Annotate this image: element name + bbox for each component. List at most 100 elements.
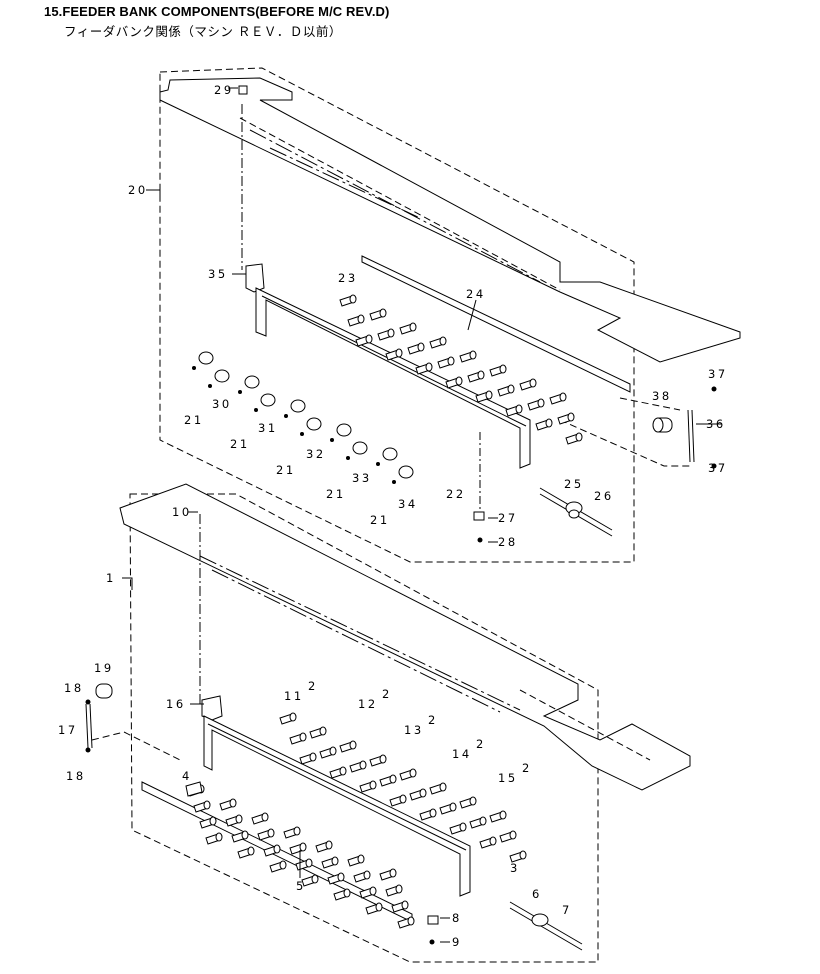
- lower-pin: [257, 828, 275, 841]
- upper-knob: [254, 393, 276, 412]
- lower-fitting: [469, 816, 487, 829]
- lower-pin: [397, 916, 415, 929]
- upper-fitting: [385, 348, 403, 361]
- upper-knob: [238, 375, 260, 394]
- callout-14: 14: [452, 747, 472, 761]
- lower-pin: [219, 798, 237, 811]
- callout-6: 6: [532, 887, 542, 901]
- lower-pin: [391, 900, 409, 913]
- upper-knob: [284, 399, 306, 418]
- lower-pin: [251, 812, 269, 825]
- lower-pin: [269, 860, 287, 873]
- callout-10: 10: [172, 505, 192, 519]
- callout-9: 9: [452, 935, 462, 949]
- upper-knob: [208, 369, 230, 388]
- upper-fitting: [497, 384, 515, 397]
- callout-23: 23: [338, 271, 358, 285]
- callout-27: 27: [498, 511, 518, 525]
- lower-pin: [225, 814, 243, 827]
- leader-lines: [122, 87, 722, 943]
- callout-34: 34: [398, 497, 418, 511]
- callout-26: 26: [594, 489, 614, 503]
- lower-fitting: [379, 774, 397, 787]
- callout-11: 11: [284, 689, 304, 703]
- callout-7: 7: [562, 903, 572, 917]
- bracket-35: [245, 263, 265, 293]
- lower-fitting: [479, 836, 497, 849]
- callout-17: 17: [58, 723, 78, 737]
- callout-21-c: 21: [276, 463, 296, 477]
- upper-fitting: [467, 370, 485, 383]
- fitting-4: [185, 781, 203, 797]
- callout-labels: 29 20 35 23 24 37 38 36 37 30 21 31 21 3…: [58, 83, 728, 949]
- upper-fitting: [377, 328, 395, 341]
- lower-pin: [283, 826, 301, 839]
- callout-35: 35: [208, 267, 228, 281]
- sleeve-19: [95, 683, 113, 699]
- callout-32: 32: [306, 447, 326, 461]
- lower-fitting: [449, 822, 467, 835]
- lower-pin: [199, 816, 217, 829]
- upper-fitting: [489, 364, 507, 377]
- lower-fitting: [439, 802, 457, 815]
- callout-20: 20: [128, 183, 148, 197]
- pipe-assembly-25-26: [539, 487, 613, 537]
- lower-pin: [333, 888, 351, 901]
- lower-fitting: [339, 740, 357, 753]
- callout-8: 8: [452, 911, 462, 925]
- upper-fitting: [505, 404, 523, 417]
- upper-fitting: [339, 294, 357, 307]
- lower-pin: [353, 870, 371, 883]
- lower-fitting: [359, 780, 377, 793]
- callout-1: 1: [106, 571, 116, 585]
- fittings-27-28: [473, 432, 485, 543]
- upper-fitting: [527, 398, 545, 411]
- callout-18-top: 18: [64, 681, 84, 695]
- lower-fitting: [279, 712, 297, 725]
- lower-pin: [193, 800, 211, 813]
- callout-21-a: 21: [184, 413, 204, 427]
- lower-pin: [315, 840, 333, 853]
- callout-36: 36: [706, 417, 726, 431]
- lower-pin: [289, 842, 307, 855]
- lower-pin: [321, 856, 339, 869]
- lower-pin: [359, 886, 377, 899]
- callout-16: 16: [166, 697, 186, 711]
- upper-bar: [255, 287, 531, 469]
- tube-17: [85, 699, 93, 753]
- bracket-16: [201, 695, 223, 721]
- upper-knob: [392, 465, 414, 484]
- upper-fitting: [355, 334, 373, 347]
- lower-fitting: [349, 760, 367, 773]
- upper-fitting: [415, 362, 433, 375]
- tube-36: [687, 386, 717, 469]
- upper-fitting: [407, 342, 425, 355]
- lower-fitting: [429, 782, 447, 795]
- callout-13: 13: [404, 723, 424, 737]
- callout-24: 24: [466, 287, 486, 301]
- lower-fitting: [309, 726, 327, 739]
- upper-assembly: [159, 67, 741, 563]
- lower-pin: [327, 872, 345, 885]
- callout-21-e: 21: [370, 513, 390, 527]
- lower-bar: [203, 715, 471, 897]
- callout-29: 29: [214, 83, 234, 97]
- upper-fitting: [535, 418, 553, 431]
- lower-pin: [385, 884, 403, 897]
- upper-fitting: [519, 378, 537, 391]
- lower-fitting: [419, 808, 437, 821]
- callout-15: 15: [498, 771, 518, 785]
- upper-fitting: [557, 412, 575, 425]
- lower-fitting: [369, 754, 387, 767]
- callout-4: 4: [182, 769, 192, 783]
- lower-pin: [365, 902, 383, 915]
- callout-37-bottom: 37: [708, 461, 728, 475]
- callout-2-b: 2: [382, 687, 392, 701]
- callout-3: 3: [510, 861, 520, 875]
- callout-21-d: 21: [326, 487, 346, 501]
- callout-2-c: 2: [428, 713, 438, 727]
- lower-pin: [231, 830, 249, 843]
- callout-31: 31: [258, 421, 278, 435]
- upper-fitting: [549, 392, 567, 405]
- sleeve-38: [652, 417, 673, 433]
